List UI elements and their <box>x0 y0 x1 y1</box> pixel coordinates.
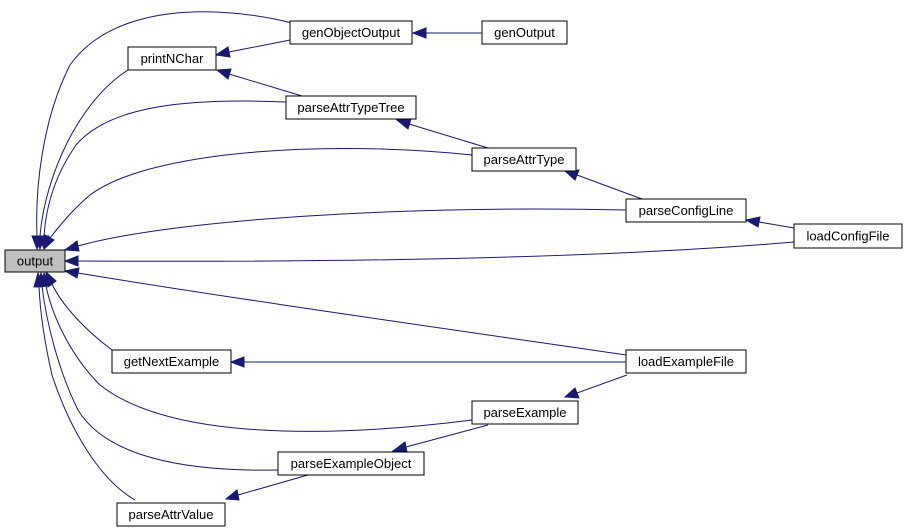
node-parseAttrTypeTree[interactable]: parseAttrTypeTree <box>285 95 417 120</box>
edge-loadExampleFile-to-parseExample <box>563 374 628 399</box>
edge-loadConfigFile-to-output <box>63 241 795 267</box>
node-label-parseExample: parseExample <box>483 405 566 420</box>
edge-genObjectOutput-to-printNChar <box>214 39 291 58</box>
node-parseExampleObject[interactable]: parseExampleObject <box>277 451 425 476</box>
node-parseConfigLine[interactable]: parseConfigLine <box>625 198 747 223</box>
node-genOutput[interactable]: genOutput <box>481 20 568 45</box>
edge-loadExampleFile-to-output <box>63 267 627 356</box>
node-label-parseAttrType: parseAttrType <box>484 152 565 167</box>
edge-parseAttrValue-to-output <box>33 271 136 501</box>
node-output[interactable]: output <box>4 249 66 273</box>
edge-parseAttrTypeTree-to-output <box>38 100 287 251</box>
node-parseAttrType[interactable]: parseAttrType <box>471 147 577 172</box>
edge-parseAttrTypeTree-to-printNChar <box>215 68 303 97</box>
node-parseExample[interactable]: parseExample <box>471 400 579 425</box>
node-label-genOutput: genOutput <box>494 25 555 40</box>
edge-parseConfigLine-to-output <box>63 208 627 252</box>
edge-parseConfigLine-to-parseAttrType <box>563 169 643 200</box>
node-label-parseAttrTypeTree: parseAttrTypeTree <box>297 100 404 115</box>
edge-parseExampleObject-to-parseAttrValue <box>224 474 309 501</box>
call-graph-nodes: output genObjectOutput genOutput printNC… <box>4 20 903 527</box>
node-getNextExample[interactable]: getNextExample <box>111 349 232 374</box>
edge-parseExample-to-parseExampleObject <box>391 424 489 453</box>
node-genObjectOutput[interactable]: genObjectOutput <box>289 20 413 45</box>
node-printNChar[interactable]: printNChar <box>127 46 217 71</box>
edge-parseAttrType-to-parseAttrTypeTree <box>395 118 489 149</box>
node-loadConfigFile[interactable]: loadConfigFile <box>793 223 903 249</box>
node-label-parseAttrValue: parseAttrValue <box>128 507 213 522</box>
node-label-parseConfigLine: parseConfigLine <box>639 203 734 218</box>
call-graph-edges <box>31 11 795 501</box>
edge-parseAttrType-to-output <box>43 148 473 251</box>
edge-printNChar-to-output <box>34 69 129 251</box>
node-label-getNextExample: getNextExample <box>124 354 219 369</box>
edge-loadExampleFile-to-getNextExample <box>229 356 626 368</box>
edge-parseExample-to-output <box>40 271 473 432</box>
node-label-genObjectOutput: genObjectOutput <box>302 25 401 40</box>
node-parseAttrValue[interactable]: parseAttrValue <box>116 502 226 527</box>
node-loadExampleFile[interactable]: loadExampleFile <box>625 349 747 374</box>
node-label-parseExampleObject: parseExampleObject <box>291 456 412 471</box>
node-label-loadConfigFile: loadConfigFile <box>806 229 889 244</box>
edge-getNextExample-to-output <box>45 270 113 351</box>
node-label-output: output <box>17 254 54 269</box>
edge-loadConfigFile-to-parseConfigLine <box>744 216 795 229</box>
node-label-printNChar: printNChar <box>141 51 205 66</box>
node-label-loadExampleFile: loadExampleFile <box>638 354 734 369</box>
edge-genOutput-to-genObjectOutput <box>411 27 482 39</box>
